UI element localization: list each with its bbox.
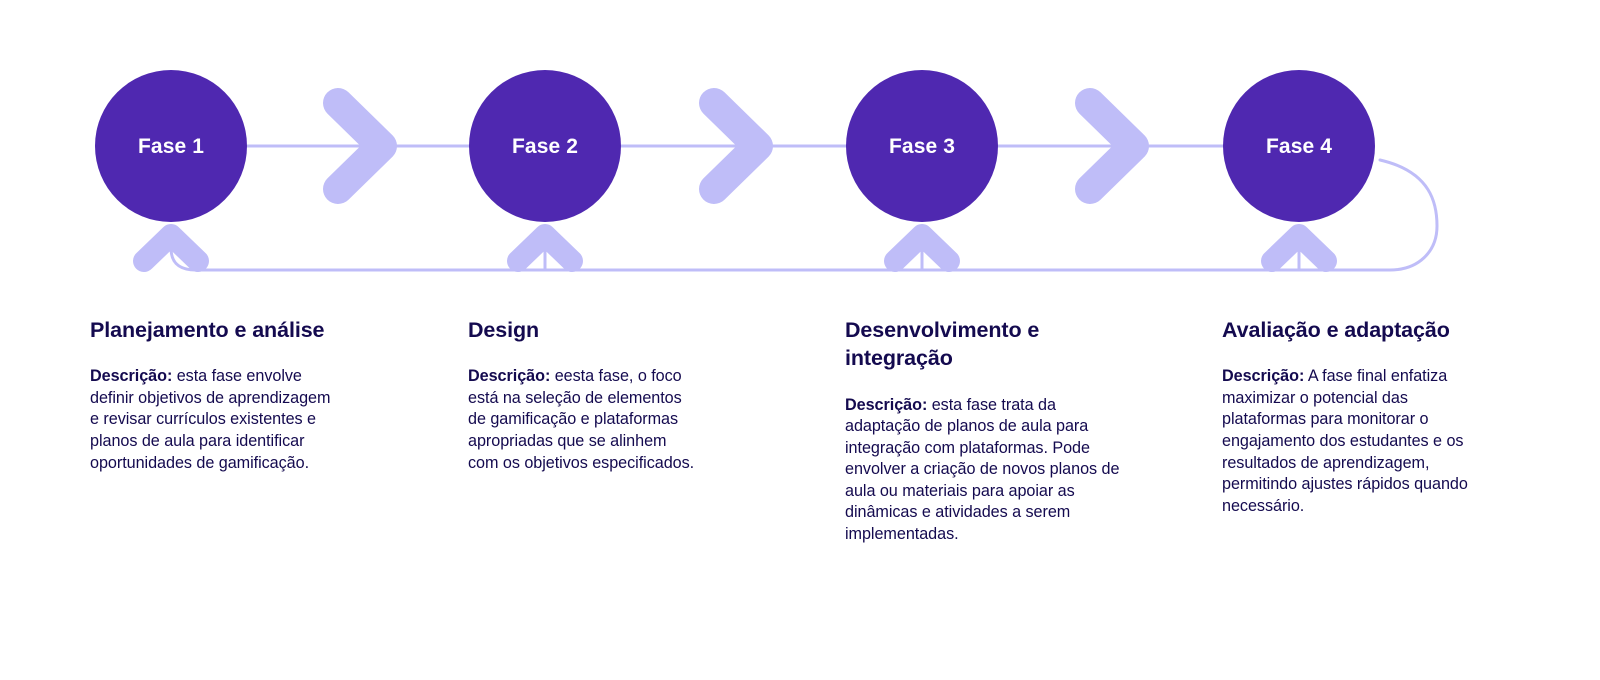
phase-node-3[interactable]: Fase 3 bbox=[846, 70, 998, 222]
chevron-right-icon-3 bbox=[1075, 88, 1149, 204]
phase-node-4[interactable]: Fase 4 bbox=[1223, 70, 1375, 222]
phase-title-4: Avaliação e adaptação bbox=[1222, 318, 1450, 342]
chevron-right-icon-1 bbox=[323, 88, 397, 204]
connector-chevrons bbox=[323, 88, 1149, 204]
phase-node-label-4: Fase 4 bbox=[1266, 134, 1332, 158]
phase-body-2: Descrição: eesta fase, o foco está na se… bbox=[468, 366, 696, 474]
phase-body-4: Descrição: A fase final enfatiza maximiz… bbox=[1222, 366, 1490, 517]
phase-title-2: Design bbox=[468, 318, 540, 342]
phase-description-1: Planejamento e análise Descrição: esta f… bbox=[90, 316, 342, 474]
phase-body-3: Descrição: esta fase trata da adaptação … bbox=[845, 395, 1135, 546]
phase-description-4: Avaliação e adaptação Descrição: A fase … bbox=[1222, 316, 1490, 517]
phase-body-text-1: esta fase envolve definir objetivos de a… bbox=[90, 367, 331, 472]
phase-body-text-4: A fase final enfatiza maximizar o potenc… bbox=[1222, 367, 1468, 515]
phase-body-lead-1: Descrição: bbox=[90, 367, 173, 386]
phase-description-3: Desenvolvimento e integração Descrição: … bbox=[845, 316, 1135, 546]
feedback-arrowheads bbox=[133, 224, 1337, 272]
arrow-up-icon-2 bbox=[507, 224, 583, 272]
phase-body-lead-3: Descrição: bbox=[845, 395, 928, 414]
phase-node-label-3: Fase 3 bbox=[889, 134, 955, 158]
phase-title-3: Desenvolvimento e integração bbox=[845, 318, 1040, 371]
phase-description-2: Design Descrição: eesta fase, o foco est… bbox=[468, 316, 696, 474]
phase-node-label-1: Fase 1 bbox=[138, 134, 204, 158]
arrow-up-icon-1 bbox=[133, 224, 209, 272]
chevron-right-icon-2 bbox=[699, 88, 773, 204]
phase-body-text-2: eesta fase, o foco está na seleção de el… bbox=[468, 367, 695, 472]
arrow-up-icon-4 bbox=[1261, 224, 1337, 272]
phase-body-lead-2: Descrição: bbox=[468, 367, 551, 386]
loop-back-path bbox=[169, 158, 1439, 272]
phase-node-label-2: Fase 2 bbox=[512, 134, 578, 158]
phase-node-1[interactable]: Fase 1 bbox=[95, 70, 247, 222]
phase-node-2[interactable]: Fase 2 bbox=[469, 70, 621, 222]
phase-body-lead-4: Descrição: bbox=[1222, 367, 1305, 386]
phase-body-1: Descrição: esta fase envolve definir obj… bbox=[90, 366, 342, 474]
phase-title-1: Planejamento e análise bbox=[90, 318, 325, 342]
phase-body-text-3: esta fase trata da adaptação de planos d… bbox=[845, 395, 1120, 544]
arrow-up-icon-3 bbox=[884, 224, 960, 272]
